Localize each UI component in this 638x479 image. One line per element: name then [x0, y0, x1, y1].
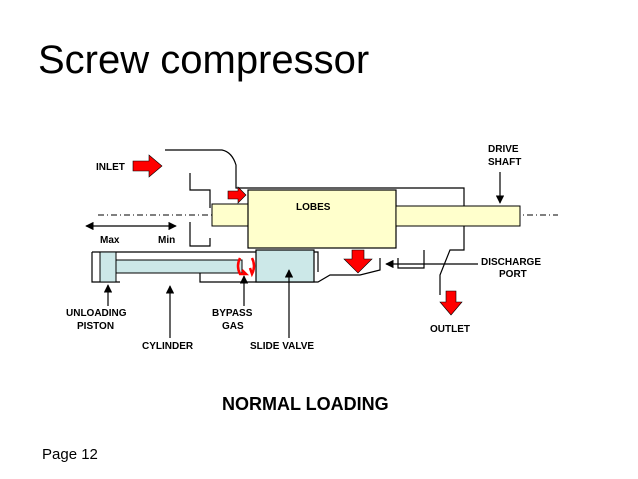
label-cylinder: CYLINDER [142, 341, 194, 352]
slide-title: Screw compressor [38, 38, 370, 82]
outlet-flow-arrow [439, 290, 463, 316]
label-outlet: OUTLET [430, 324, 470, 335]
label-inlet: INLET [96, 162, 125, 173]
label-discharge-port-line2: PORT [499, 269, 527, 280]
label-unloading-piston-line2: PISTON [77, 321, 114, 332]
inner-inlet-arrow [227, 186, 247, 204]
discharge-flow-arrow [343, 249, 373, 274]
pointer-arrows [103, 172, 505, 338]
label-slide-valve: SLIDE VALVE [250, 341, 314, 352]
label-lobes: LOBES [296, 202, 331, 213]
compressor-housing [91, 149, 465, 295]
label-bypass-gas-line2: GAS [222, 321, 244, 332]
label-min: Min [158, 235, 175, 246]
bypass-gas-arrow [236, 257, 256, 278]
drive-shaft [395, 205, 521, 227]
label-drive-shaft-line1: DRIVE [488, 144, 519, 155]
label-drive-shaft-line2: SHAFT [488, 157, 521, 168]
slide-valve [255, 249, 315, 283]
inlet-flow-arrow [132, 154, 163, 178]
lobes-body [247, 189, 397, 249]
label-discharge-port-line1: DISCHARGE [481, 257, 541, 268]
piston-rod [115, 259, 243, 274]
diagram-caption: NORMAL LOADING [222, 394, 389, 414]
label-bypass-gas-line1: BYPASS [212, 308, 253, 319]
label-max: Max [100, 235, 120, 246]
page-number: Page 12 [42, 446, 98, 463]
label-unloading-piston-line1: UNLOADING [66, 308, 127, 319]
unloading-piston [99, 251, 117, 283]
flow-arrows [132, 154, 463, 316]
